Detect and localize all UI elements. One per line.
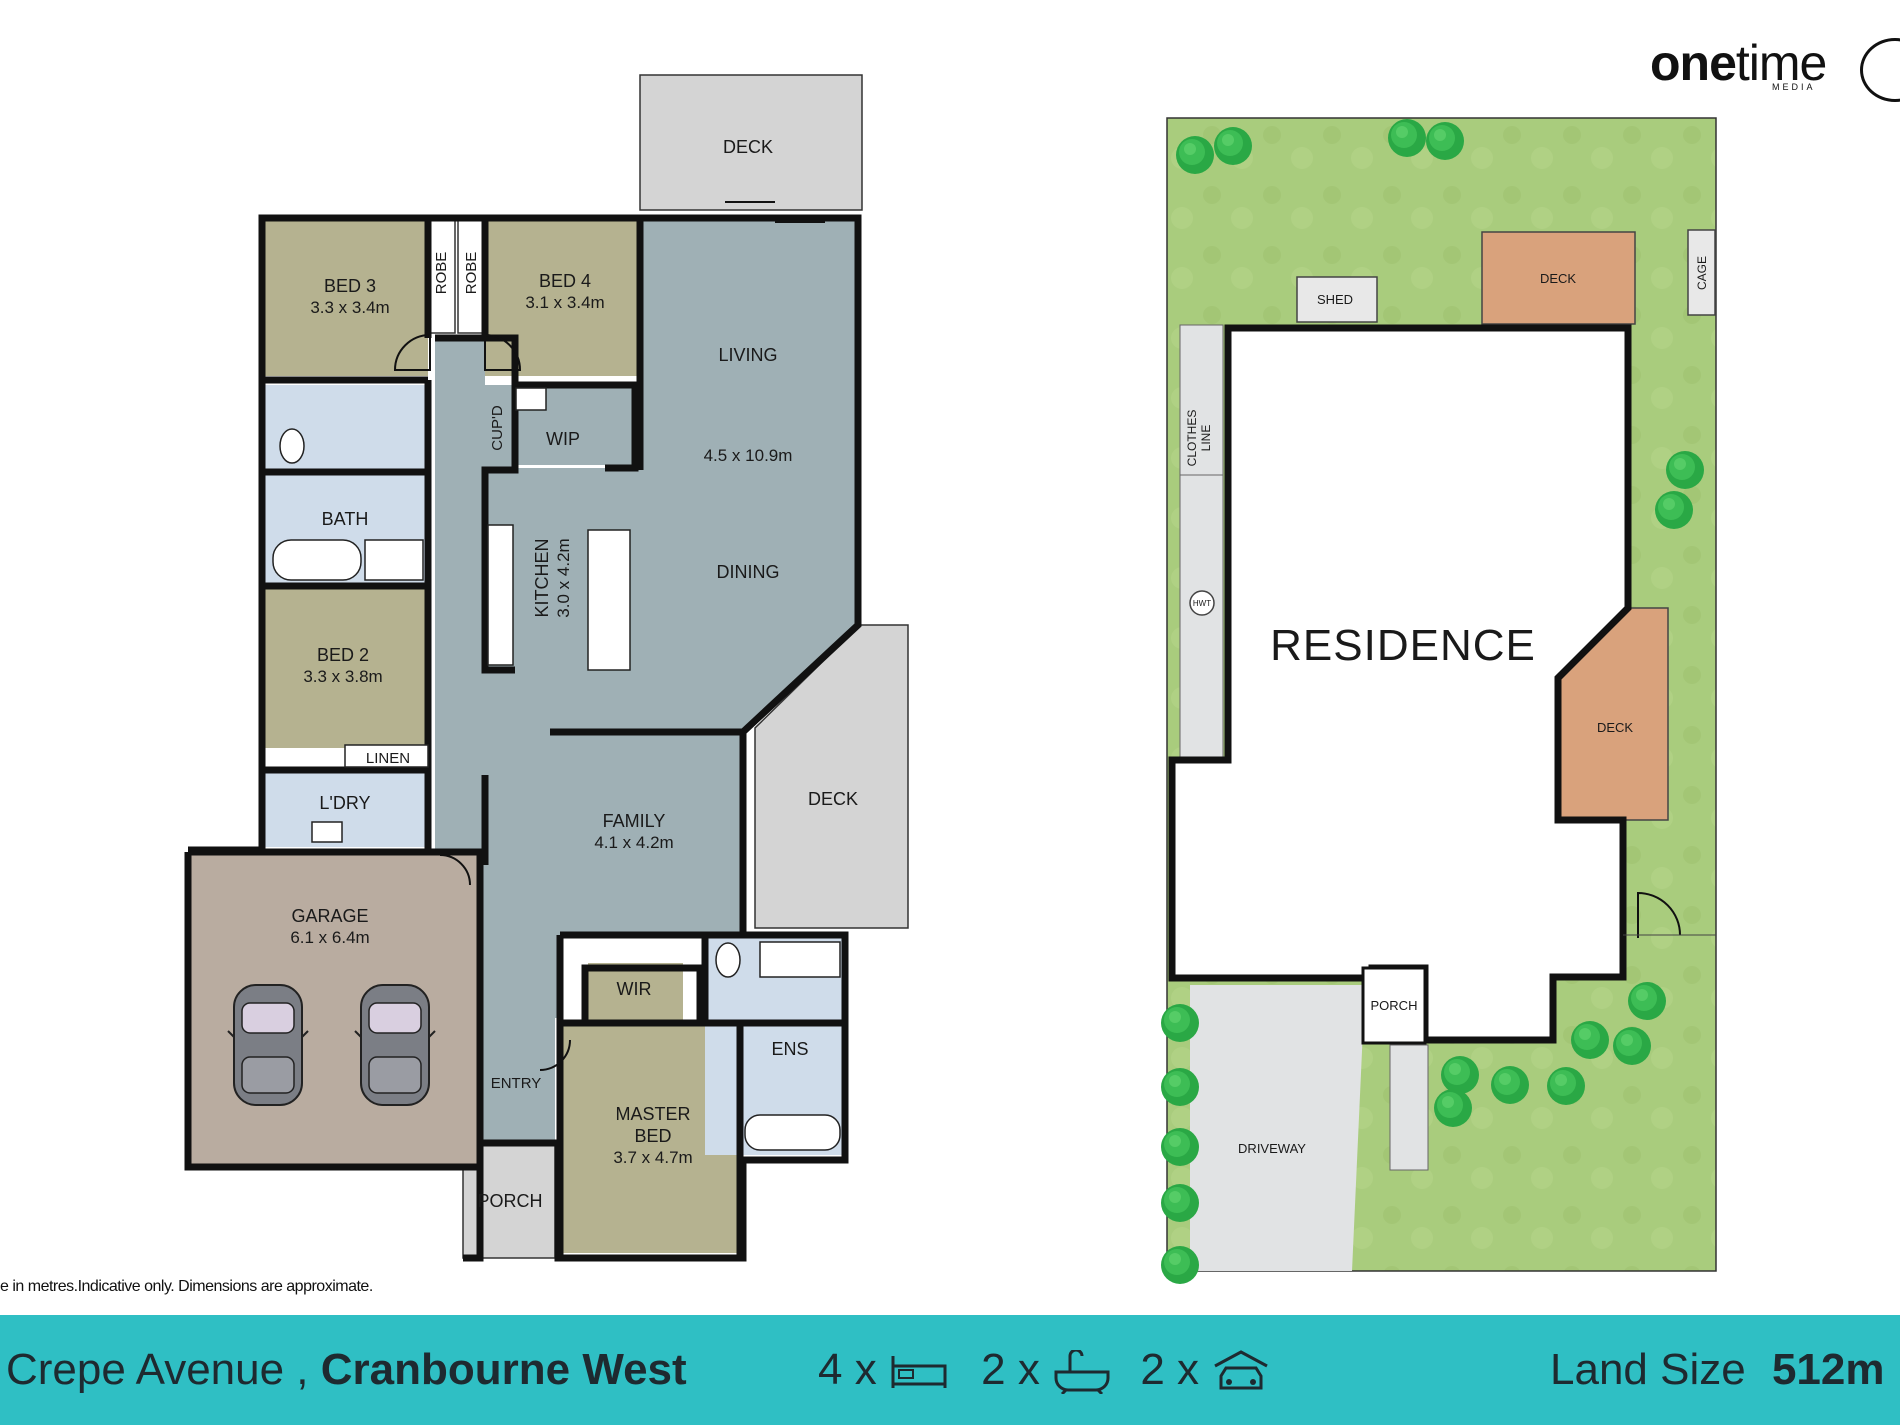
tree-icon — [1426, 122, 1464, 160]
bed3-area — [265, 218, 428, 376]
brand-sub: MEDIA — [1772, 82, 1816, 92]
tree-icon — [1176, 136, 1214, 174]
tree-icon — [1666, 451, 1704, 489]
tree-icon — [1441, 1056, 1479, 1094]
floor-and-site-plan: DECK BED 3 3.3 x 3.4m ROBE ROBE BED 4 3.… — [184, 74, 1717, 1284]
street: Crepe Avenue , — [6, 1345, 309, 1394]
driveway — [1190, 985, 1365, 1271]
deck-top — [639, 74, 863, 211]
tree-icon — [1571, 1021, 1609, 1059]
bed4-dim: 3.1 x 3.4m — [525, 293, 604, 312]
living-area — [435, 218, 858, 1143]
robe-label: ROBE — [433, 252, 450, 295]
porch-label: PORCH — [477, 1191, 542, 1211]
disclaimer: e in metres.Indicative only. Dimensions … — [0, 1278, 373, 1295]
bed-icon — [891, 1356, 947, 1389]
car-top-icon — [354, 984, 436, 1106]
brand-light: time — [1735, 35, 1827, 91]
deck1-label: DECK — [1540, 271, 1576, 286]
bed3-dim: 3.3 x 3.4m — [310, 298, 389, 317]
tree-icon — [1655, 491, 1693, 529]
master-label-2: BED — [634, 1126, 671, 1146]
suburb: Cranbourne West — [320, 1345, 687, 1394]
land-value: 512m — [1771, 1345, 1885, 1394]
tree-icon — [1491, 1066, 1529, 1104]
tree-icon — [1214, 127, 1252, 165]
baths-count: 2 x — [981, 1345, 1040, 1394]
garage-label: GARAGE — [291, 906, 368, 926]
tree-icon — [1628, 982, 1666, 1020]
cars-count: 2 x — [1140, 1345, 1200, 1394]
bed2-area — [265, 586, 428, 748]
tree-icon — [1161, 1128, 1199, 1166]
dining-label: DINING — [717, 562, 780, 582]
living-label: LIVING — [718, 345, 777, 365]
deck-wood-top — [1481, 231, 1636, 325]
residence-label: RESIDENCE — [1270, 621, 1536, 670]
clothes-label-1: CLOTHES — [1185, 410, 1199, 467]
tree-icon — [1161, 1184, 1199, 1222]
cupd-label: CUP'D — [489, 405, 506, 451]
hwt-label: HWT — [1193, 599, 1211, 608]
porch-site-label: PORCH — [1371, 998, 1418, 1013]
clothes-label-2: LINE — [1199, 425, 1213, 452]
tree-icon — [1161, 1068, 1199, 1106]
cage — [1687, 229, 1716, 316]
deck2-label: DECK — [1597, 720, 1633, 735]
deck-side-label: DECK — [808, 789, 858, 809]
footer-bar — [0, 1315, 1900, 1425]
entry-label: ENTRY — [491, 1075, 542, 1092]
deck-side — [754, 624, 909, 929]
bath-icon — [1054, 1350, 1110, 1395]
residence-footprint — [1168, 324, 1632, 1044]
bed2-label: BED 2 — [317, 645, 369, 665]
brand-bold: one — [1650, 35, 1737, 91]
beds-count: 4 x — [818, 1345, 877, 1394]
tree-icon — [1613, 1027, 1651, 1065]
driveway-label: DRIVEWAY — [1238, 1141, 1306, 1156]
bed3-label: BED 3 — [324, 276, 376, 296]
wir-label: WIR — [617, 979, 652, 999]
living-dim: 4.5 x 10.9m — [704, 446, 793, 465]
robe-label: ROBE — [463, 252, 480, 295]
bath-label: BATH — [322, 509, 369, 529]
tree-icon — [1161, 1004, 1199, 1042]
family-dim: 4.1 x 4.2m — [594, 833, 673, 852]
shed — [1296, 276, 1378, 323]
master-label-1: MASTER — [615, 1104, 690, 1124]
linen-label: LINEN — [366, 750, 410, 767]
ldry-label: L'DRY — [319, 793, 370, 813]
garage-area — [188, 852, 480, 1167]
kitchen-label: KITCHEN — [532, 538, 552, 617]
tree-icon — [1434, 1089, 1472, 1127]
master-dim: 3.7 x 4.7m — [613, 1148, 692, 1167]
kitchen-dim: 3.0 x 4.2m — [554, 538, 573, 617]
land-label: Land Size — [1550, 1345, 1746, 1394]
tree-icon — [1388, 119, 1426, 157]
master-area — [560, 1023, 740, 1253]
land-size: Land Size 512m — [1550, 1345, 1884, 1395]
shed-label: SHED — [1317, 292, 1353, 307]
cage-label: CAGE — [1695, 256, 1709, 290]
bed4-label: BED 4 — [539, 271, 591, 291]
bed2-dim: 3.3 x 3.8m — [303, 667, 382, 686]
ens-label: ENS — [771, 1039, 808, 1059]
garage-dim: 6.1 x 6.4m — [290, 928, 369, 947]
tree-icon — [1547, 1067, 1585, 1105]
bed4-area — [485, 218, 640, 376]
laundry-area — [265, 772, 428, 847]
wir-area — [588, 963, 683, 1023]
address: Crepe Avenue , Cranbourne West — [6, 1345, 687, 1395]
car-top-icon — [227, 984, 309, 1106]
deck-top-label: DECK — [723, 137, 773, 157]
wip-label: WIP — [546, 429, 580, 449]
family-label: FAMILY — [603, 811, 666, 831]
car-icon — [1214, 1350, 1268, 1390]
features: 4 x 2 x 2 x — [818, 1345, 1271, 1396]
tree-icon — [1161, 1246, 1199, 1284]
